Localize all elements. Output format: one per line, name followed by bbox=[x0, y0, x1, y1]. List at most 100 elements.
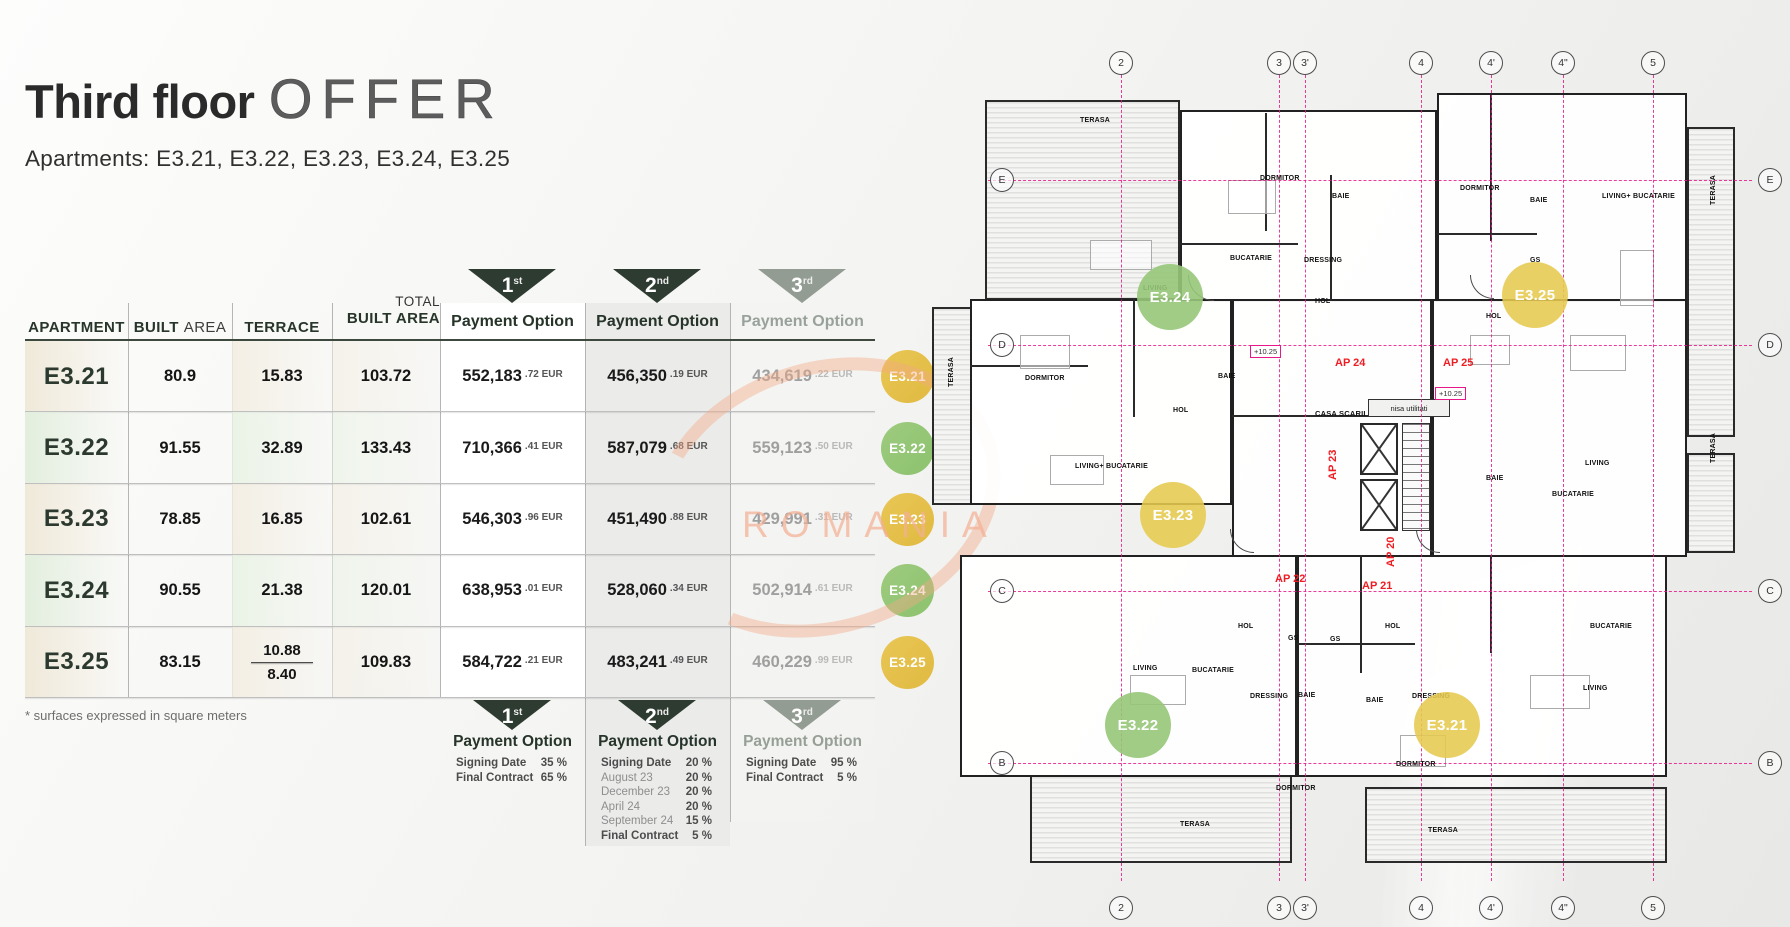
p2-price-cell: 528,060.34 EUR bbox=[585, 555, 730, 626]
apartment-name-cell: E3.21 bbox=[25, 341, 128, 413]
p1-cents: .01 EUR bbox=[524, 583, 563, 595]
total-built-area-cell: 102.61 bbox=[332, 483, 440, 556]
room-label: TERASA bbox=[1710, 433, 1717, 463]
third-option-triangle-icon: 3rd bbox=[758, 269, 846, 303]
payment2-header: Payment Option bbox=[596, 313, 719, 330]
interior-wall bbox=[1232, 415, 1432, 417]
p1-price-cell: 546,303.96 EUR bbox=[440, 484, 585, 555]
furniture bbox=[1050, 455, 1104, 485]
interior-wall bbox=[1265, 113, 1267, 231]
column-separator bbox=[730, 698, 731, 822]
p1-amount: 710,366 bbox=[462, 438, 522, 457]
schedule-item-label: Final Contract bbox=[746, 771, 824, 784]
room-label: BUCATARIE bbox=[1230, 255, 1272, 262]
apartments-subtitle: Apartments: E3.21, E3.22, E3.23, E3.24, … bbox=[25, 146, 511, 171]
p3-amount: 502,914 bbox=[752, 581, 812, 600]
room-label: DORMITOR bbox=[1025, 375, 1065, 382]
plan-unit-badge: E3.22 bbox=[1105, 692, 1171, 758]
grid-column-label: 5 bbox=[1641, 51, 1665, 75]
p3-cents: .50 EUR bbox=[814, 440, 853, 452]
schedule-item-label: Signing Date bbox=[601, 757, 672, 769]
payment1-column-bg bbox=[440, 303, 585, 698]
grid-line-horizontal bbox=[988, 591, 1752, 592]
p1-price-cell: 638,953.01 EUR bbox=[440, 555, 585, 626]
schedule-item-value: 20 % bbox=[685, 800, 712, 813]
page-title: Third floor OFFER bbox=[25, 66, 504, 131]
payment1-header: Payment Option bbox=[451, 313, 574, 330]
payment3-plan-title: Payment Option bbox=[743, 733, 862, 750]
room-label: TERASA bbox=[1428, 827, 1458, 834]
schedule-item-label: Signing Date bbox=[456, 757, 527, 769]
schedule-item-value: 20 % bbox=[685, 786, 712, 799]
grid-line-vertical bbox=[1121, 75, 1122, 881]
apartment-number-label: AP 20 bbox=[1385, 536, 1397, 567]
total-built-area-cell: 103.72 bbox=[332, 341, 440, 413]
plan-unit-badge: E3.24 bbox=[1137, 264, 1203, 330]
grid-row-label: B bbox=[990, 751, 1014, 775]
grid-column-label: 2 bbox=[1109, 51, 1133, 75]
grid-line-horizontal bbox=[988, 763, 1752, 764]
apartment-badge: E3.24 bbox=[881, 564, 934, 618]
grid-column-label: 4" bbox=[1551, 51, 1575, 75]
grid-column-label: 4" bbox=[1551, 896, 1575, 920]
room-label: BAIE bbox=[1530, 197, 1548, 204]
interior-wall bbox=[1437, 233, 1537, 235]
p3-price-cell: 429,991.31 EUR bbox=[730, 484, 875, 555]
payment2-plan-title: Payment Option bbox=[598, 733, 717, 750]
grid-row-label: D bbox=[1758, 333, 1782, 357]
room-label: TERASA bbox=[1180, 821, 1210, 828]
grid-line-vertical bbox=[1491, 75, 1492, 881]
grid-column-label: 4 bbox=[1409, 51, 1433, 75]
schedule-item-value: 15 % bbox=[685, 815, 712, 828]
p1-amount: 546,303 bbox=[462, 509, 522, 528]
p2-price-cell: 483,241.49 EUR bbox=[585, 627, 730, 698]
room-label: TERASA bbox=[948, 357, 955, 387]
total-built-area-cell: 133.43 bbox=[332, 412, 440, 484]
grid-row-label: C bbox=[990, 579, 1014, 603]
room-label: DORMITOR bbox=[1260, 175, 1300, 182]
room-label: GS bbox=[1530, 257, 1541, 264]
room-label: BUCATARIE bbox=[1552, 491, 1594, 498]
furniture bbox=[1620, 250, 1654, 306]
row-separator bbox=[25, 411, 875, 413]
p2-cents: .88 EUR bbox=[669, 511, 708, 523]
p3-amount: 559,123 bbox=[752, 438, 812, 457]
apartment-name-cell: E3.23 bbox=[25, 483, 128, 556]
built-area-cell: 80.9 bbox=[163, 367, 197, 386]
payment2-column-bg bbox=[585, 303, 730, 846]
room-label: HOL bbox=[1315, 298, 1331, 305]
p2-price-cell: 451,490.88 EUR bbox=[585, 484, 730, 555]
grid-column-label: 3 bbox=[1267, 51, 1291, 75]
room-label: DORMITOR bbox=[1396, 761, 1436, 768]
apartment-name-cell: E3.25 bbox=[25, 626, 128, 698]
p1-amount: 552,183 bbox=[462, 367, 522, 386]
built-bold: BUILT bbox=[133, 319, 179, 336]
p1-amount: 638,953 bbox=[462, 581, 522, 600]
column-separator bbox=[585, 698, 586, 846]
room-label: DRESSING bbox=[1250, 693, 1289, 700]
interior-wall bbox=[1133, 299, 1135, 417]
schedule-item-label: April 24 bbox=[601, 800, 640, 813]
room-label: DRESSING bbox=[1304, 257, 1343, 264]
p3-cents: .22 EUR bbox=[814, 369, 853, 381]
p2-cents: .19 EUR bbox=[669, 369, 708, 381]
p3-price-cell: 502,914.61 EUR bbox=[730, 555, 875, 626]
level-marker: +10.25 bbox=[1250, 345, 1282, 358]
terrace-cell: 21.38 bbox=[232, 555, 332, 627]
col-header-built-area: BUILT AREA bbox=[128, 306, 232, 336]
col-header-total-built-area: TOTAL BUILT AREA bbox=[332, 286, 440, 336]
apartment-block bbox=[1180, 110, 1437, 302]
first-option-triangle-icon: 1st bbox=[468, 269, 556, 303]
apartment-number-label: AP 21 bbox=[1362, 580, 1393, 592]
furniture bbox=[1570, 335, 1626, 371]
room-label: HOL bbox=[1238, 623, 1254, 630]
elevator-icon bbox=[1360, 423, 1398, 475]
apartment-block bbox=[1297, 555, 1667, 777]
built-light: AREA bbox=[183, 319, 227, 336]
p2-amount: 451,490 bbox=[607, 509, 667, 528]
schedule-item-value: 95 % bbox=[830, 757, 857, 769]
column-separator bbox=[730, 303, 731, 698]
p1-price-cell: 710,366.41 EUR bbox=[440, 412, 585, 483]
p3-cents: .61 EUR bbox=[814, 583, 853, 595]
